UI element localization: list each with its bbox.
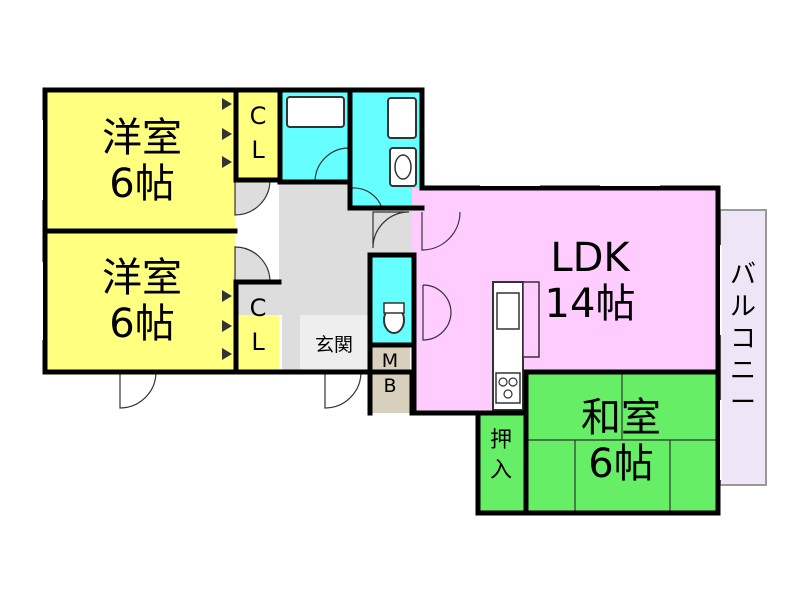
closet-1-char: L <box>251 136 265 164</box>
balcony-char: コ <box>729 324 756 354</box>
western-room-2-name: 洋室 <box>102 255 182 301</box>
ldk-area <box>412 188 718 413</box>
closet-2-label: C L <box>244 296 272 354</box>
oshiire-closet <box>478 413 524 513</box>
western-room-2 <box>45 232 235 372</box>
closet-door-marks <box>222 98 232 360</box>
meter-box <box>370 345 410 413</box>
balcony-label: バ ル コ ニ ー <box>728 262 758 416</box>
mb-char: B <box>383 375 397 397</box>
ldk-size: 14帖 <box>544 281 636 327</box>
closet-2-char: L <box>251 328 265 356</box>
washing-machine <box>389 147 417 187</box>
closet-1-char: C <box>249 102 267 130</box>
mb-char: M <box>381 350 399 372</box>
door-swings <box>119 147 461 409</box>
balcony-char: バ <box>729 260 756 290</box>
western-room-1-name: 洋室 <box>102 115 182 161</box>
bathtub <box>286 96 345 128</box>
western-room-1-label: 洋室 6帖 <box>92 118 192 204</box>
burner <box>508 377 518 387</box>
japanese-room-size: 6帖 <box>588 441 654 487</box>
closet-1-label: C L <box>244 104 272 162</box>
counter-ext <box>522 281 540 358</box>
closet-2-char: C <box>249 294 267 322</box>
western-room-2-size: 6帖 <box>109 301 175 347</box>
oshiire-label: 押 入 <box>484 430 518 482</box>
oshiire-char: 押 <box>489 428 512 453</box>
japanese-room-name: 和室 <box>581 395 661 441</box>
entrance-label: 玄関 <box>314 334 353 356</box>
windows <box>41 120 722 480</box>
burner <box>503 389 513 399</box>
tatami-lines <box>528 374 718 511</box>
balcony-char: ー <box>729 388 756 418</box>
toilet-tank <box>383 302 405 314</box>
oshiire-char: 入 <box>489 458 512 483</box>
western-room-2-label: 洋室 6帖 <box>92 258 192 344</box>
closet-1 <box>237 90 279 180</box>
western-room-1-size: 6帖 <box>109 161 175 207</box>
balcony-char: ニ <box>729 356 756 386</box>
mb-label: M B <box>376 352 404 396</box>
balcony-char: ル <box>729 292 756 322</box>
western-room-1 <box>45 90 235 230</box>
japanese-room <box>526 372 720 513</box>
washbasin <box>387 97 417 139</box>
ldk-name: LDK <box>550 235 630 281</box>
japanese-room-label: 和室 6帖 <box>566 398 676 484</box>
ldk-label: LDK 14帖 <box>530 238 650 324</box>
burner <box>498 377 508 387</box>
washing-machine-drum <box>394 154 412 180</box>
walls <box>42 87 721 516</box>
sink <box>496 292 520 330</box>
entrance-floor <box>300 315 368 372</box>
